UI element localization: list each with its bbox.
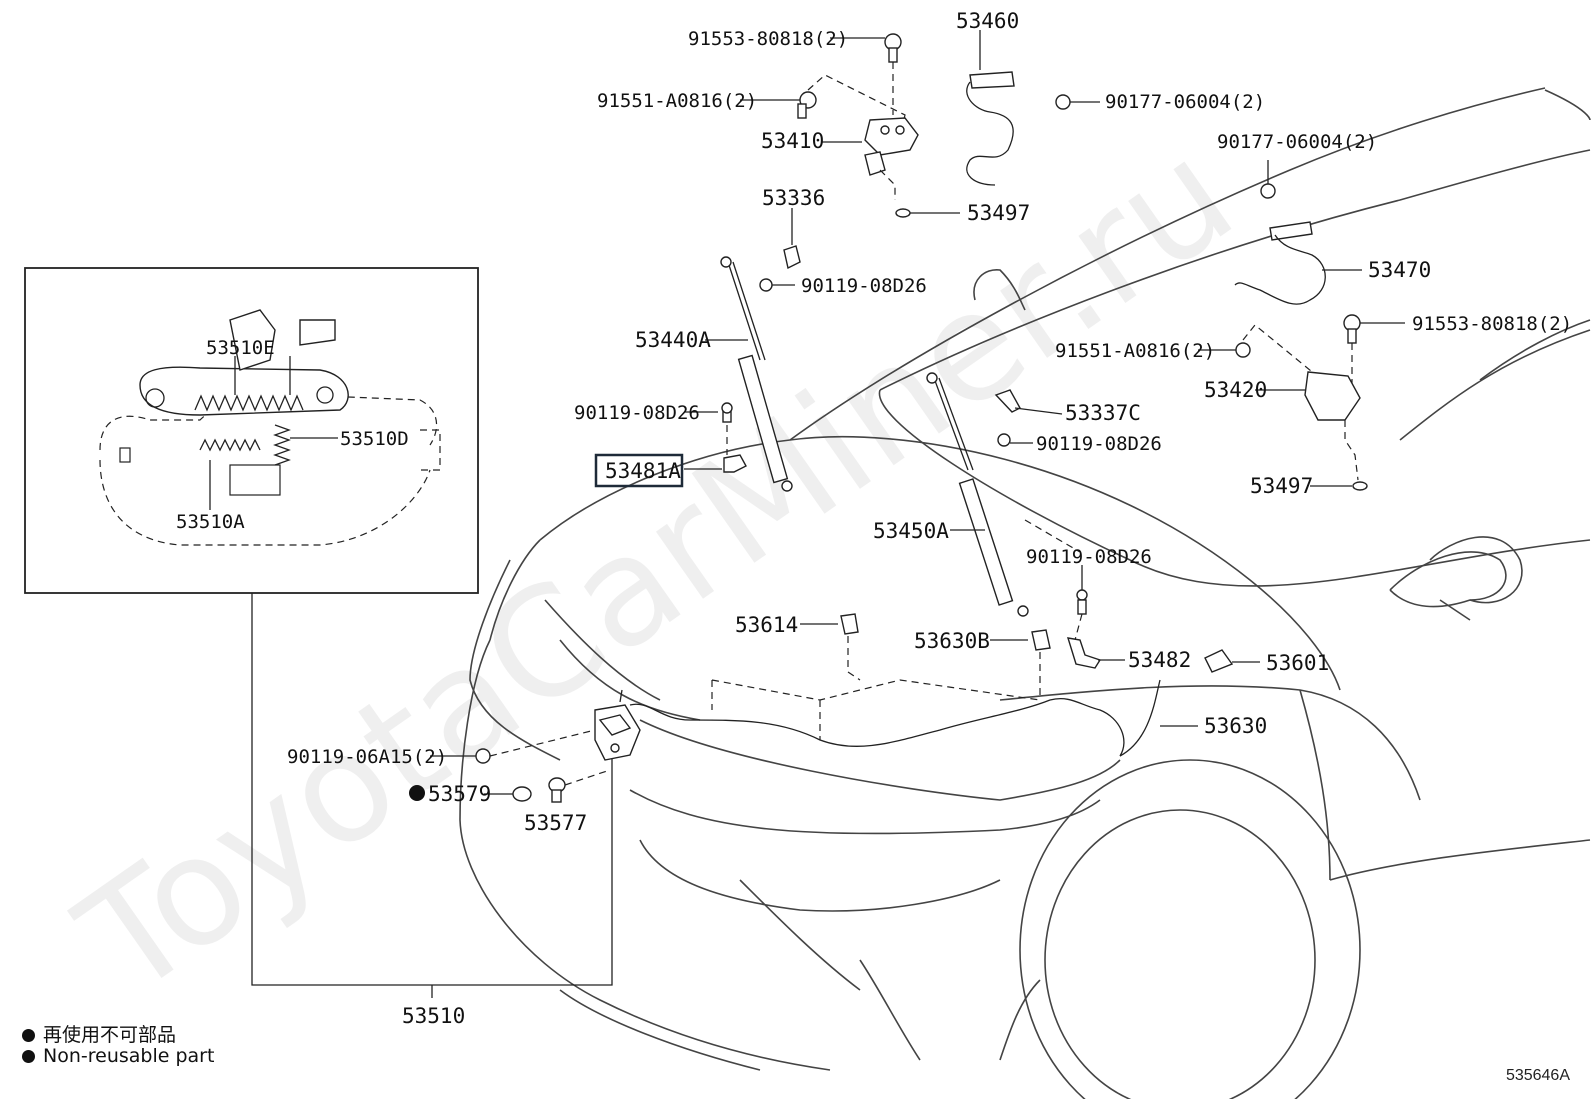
label-53481a: 53481A [605,459,681,483]
label-90119-08d26-a: 90119-08D26 [801,275,927,297]
legend-jp-text: 再使用不可部品 [43,1024,177,1046]
label-53614: 53614 [735,613,798,637]
label-90177-06004-a: 90177-06004(2) [1105,91,1265,113]
clamp-53630b [1031,629,1051,651]
label-53497-a: 53497 [967,201,1030,225]
label-90119-08d26-c: 90119-08D26 [1036,433,1162,455]
hood-strut-53440a [720,256,793,492]
label-91553-80818-a: 91553-80818(2) [688,28,848,50]
label-53577: 53577 [524,811,587,835]
hood-hinge-right-assembly [1198,160,1405,491]
label-91551-a0816-b: 91551-A0816(2) [1055,340,1215,362]
label-53460: 53460 [956,9,1019,33]
label-53630: 53630 [1204,714,1267,738]
legend-en-text: Non-reusable part [43,1045,215,1067]
hood-strut-53450a [926,372,1029,617]
bracket-53482 [1066,637,1102,669]
label-90119-06a15: 90119-06A15(2) [287,746,447,768]
hood-lock-assembly [594,689,641,761]
label-53420: 53420 [1204,378,1267,402]
clip-53601 [1204,649,1234,673]
label-53482: 53482 [1128,648,1191,672]
label-90177-06004-b: 90177-06004(2) [1217,131,1377,153]
label-53630b: 53630B [914,629,990,653]
label-90119-08d26-d: 90119-08D26 [1026,546,1152,568]
label-53510e: 53510E [206,337,275,359]
label-91553-80818-b: 91553-80818(2) [1412,313,1572,335]
label-53440a: 53440A [635,328,711,352]
non-reusable-marker [409,785,425,801]
clip-53614 [840,613,859,635]
label-53336: 53336 [762,186,825,210]
label-91551-a0816-a: 91551-A0816(2) [597,90,757,112]
legend-jp: 再使用不可部品 [22,1020,176,1047]
car-body-outline [459,87,1591,1103]
watermark: ToyotaCarMiner.ru [50,108,1263,1030]
hood-cable-53460 [966,30,1100,186]
label-53510d: 53510D [340,428,409,450]
label-53579: 53579 [428,782,491,806]
bullet-icon [22,1029,35,1042]
label-90119-08d26-b: 90119-08D26 [574,402,700,424]
label-53470: 53470 [1368,258,1431,282]
highlight-box-53481a [594,453,684,488]
label-53337c: 53337C [1065,401,1141,425]
figure-code: 535646A [1505,1067,1570,1084]
label-53497-b: 53497 [1250,474,1313,498]
legend-en: Non-reusable part [22,1045,214,1067]
release-cable-53630 [629,679,1198,757]
cable-routing-guides [711,679,1041,740]
bullet-icon [22,1050,35,1063]
bracket-53481a [723,454,747,473]
label-53510a: 53510A [176,511,245,533]
bracket-53336 [783,245,801,270]
label-53450a: 53450A [873,519,949,543]
label-53510: 53510 [402,1004,465,1028]
latch-detail-inset [24,267,479,594]
hood-hinge-left-assembly [740,33,960,218]
label-53601: 53601 [1266,651,1329,675]
label-53410: 53410 [761,129,824,153]
